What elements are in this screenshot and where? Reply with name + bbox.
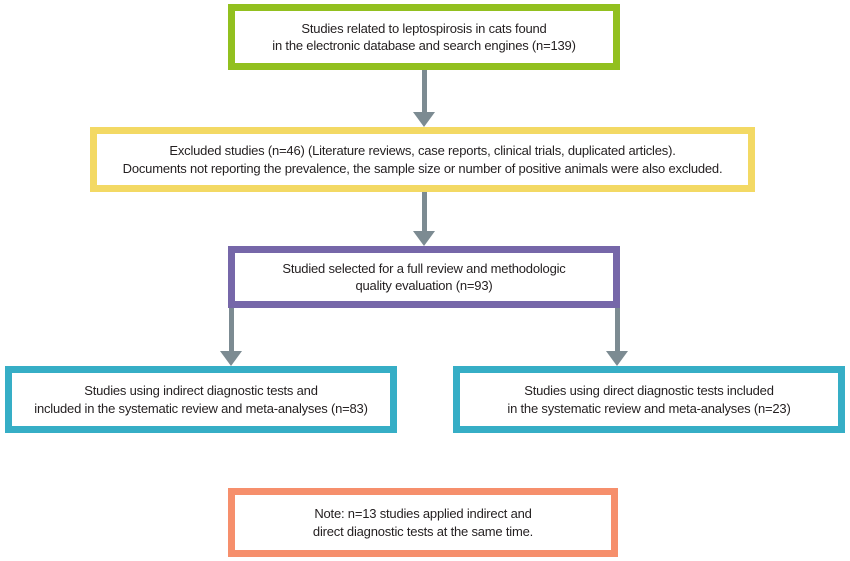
arrow-selected-to-indirect-icon — [220, 308, 242, 366]
arrow-shaft — [614, 308, 620, 351]
node-direct-tests: Studies using direct diagnostic tests in… — [453, 366, 845, 433]
text-line: Studies using direct diagnostic tests in… — [524, 383, 774, 398]
text-line: direct diagnostic tests at the same time… — [312, 523, 534, 539]
arrow-found-to-excluded-icon — [413, 70, 435, 127]
node-indirect-tests: Studies using indirect diagnostic tests … — [5, 366, 397, 433]
arrow-head — [413, 231, 435, 246]
node-note: Note: n=13 studies applied indirect and … — [228, 488, 618, 557]
text-line: Studies using indirect diagnostic tests … — [84, 383, 318, 398]
arrow-shaft — [421, 192, 427, 231]
text-line: included in the systematic review and me… — [34, 400, 368, 416]
text-line: Excluded studies (n=46) (Literature revi… — [169, 143, 676, 158]
node-selected-full-review: Studied selected for a full review and m… — [228, 246, 620, 308]
text-line: Note: n=13 studies applied indirect and — [314, 506, 532, 521]
text-line: quality evaluation (n=93) — [355, 278, 493, 293]
text-line: Studies related to leptospirosis in cats… — [301, 20, 547, 36]
node-note-text: Note: n=13 studies applied indirect and … — [235, 505, 611, 540]
text-line: Documents not reporting the prevalence, … — [122, 160, 723, 176]
arrow-excluded-to-selected-icon — [413, 192, 435, 246]
text-line: in the systematic review and meta-analys… — [507, 400, 791, 416]
text-line: Studied selected for a full review and m… — [282, 260, 566, 276]
arrow-head — [220, 351, 242, 366]
node-indirect-tests-text: Studies using indirect diagnostic tests … — [12, 382, 390, 417]
node-excluded-studies: Excluded studies (n=46) (Literature revi… — [90, 127, 755, 192]
arrow-head — [606, 351, 628, 366]
arrow-head — [413, 112, 435, 127]
node-excluded-studies-text: Excluded studies (n=46) (Literature revi… — [97, 142, 748, 177]
text-line: in the electronic database and search en… — [272, 38, 576, 53]
node-studies-found-text: Studies related to leptospirosis in cats… — [235, 20, 613, 55]
node-selected-full-review-text: Studied selected for a full review and m… — [235, 260, 613, 295]
arrow-shaft — [228, 308, 234, 351]
node-direct-tests-text: Studies using direct diagnostic tests in… — [460, 382, 838, 417]
arrow-shaft — [421, 70, 427, 112]
node-studies-found: Studies related to leptospirosis in cats… — [228, 4, 620, 70]
arrow-selected-to-direct-icon — [606, 308, 628, 366]
